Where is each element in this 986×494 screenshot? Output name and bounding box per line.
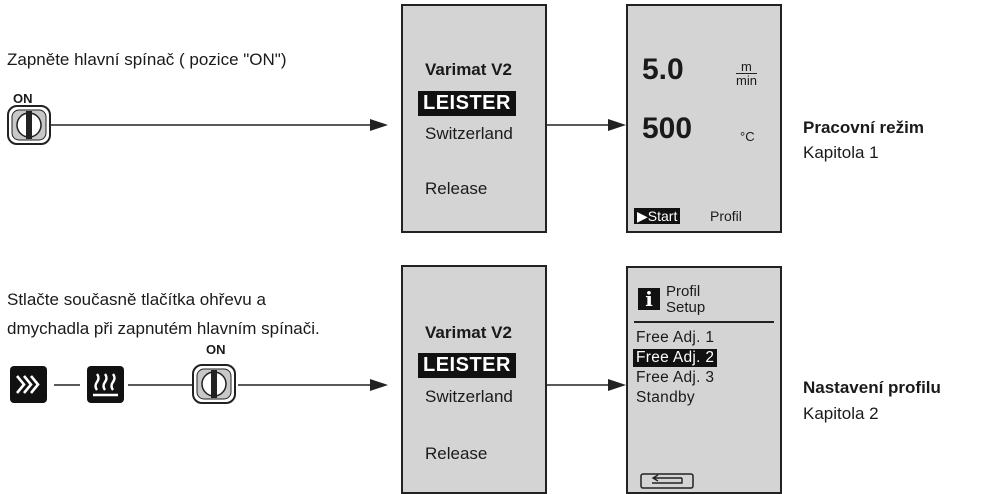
mode-title-row2: Nastavení profilu: [803, 378, 941, 397]
speed-value: 5.0: [642, 53, 684, 86]
switch-on-label: ON: [13, 91, 33, 106]
display-working-mode: 5.0 m min 500 °C ▶Start Profil: [626, 4, 782, 233]
heat-waves-icon: [93, 373, 118, 397]
instruction-row2-line2: dmychadla při zapnutém hlavním spínači.: [7, 319, 320, 338]
chevrons-icon: [15, 375, 40, 394]
info-icon: i: [638, 288, 660, 310]
softkey-start[interactable]: ▶Start: [634, 208, 681, 225]
country-label: Switzerland: [425, 124, 513, 143]
menu-item-free-adj-3[interactable]: Free Adj. 3: [636, 369, 715, 386]
main-switch-row1[interactable]: ON: [7, 91, 53, 145]
speed-unit-den: min: [736, 73, 757, 88]
menu-item-free-adj-1[interactable]: Free Adj. 1: [636, 329, 715, 346]
temperature-unit: °C: [740, 129, 755, 144]
menu-item-free-adj-2[interactable]: Free Adj. 2: [633, 349, 718, 367]
release-label: Release: [425, 444, 488, 463]
model-label: Varimat V2: [425, 60, 512, 79]
profile-header-line2: Setup: [666, 299, 706, 316]
main-switch-row2[interactable]: ON: [192, 342, 238, 406]
menu-item-standby[interactable]: Standby: [636, 389, 695, 406]
display-profile-setup: i Profil Setup Free Adj. 1 Free Adj. 2 F…: [626, 266, 782, 494]
release-label: Release: [425, 179, 488, 198]
mode-subtitle-row1: Kapitola 1: [803, 143, 879, 162]
switch-on-label: ON: [206, 342, 226, 357]
display-startup-row1: Varimat V2 LEISTER Switzerland Release: [401, 4, 547, 233]
back-icon[interactable]: [640, 473, 694, 489]
country-label: Switzerland: [425, 387, 513, 406]
instruction-row1: Zapněte hlavní spínač ( pozice "ON"): [7, 50, 287, 69]
header-divider: [634, 321, 774, 323]
heating-button-icon[interactable]: [87, 366, 124, 403]
rotary-switch-icon: [7, 105, 51, 145]
display-startup-row2: Varimat V2 LEISTER Switzerland Release: [401, 265, 547, 494]
model-label: Varimat V2: [425, 323, 512, 342]
speed-unit-num: m: [736, 60, 757, 74]
instruction-row2-line1: Stlačte současně tlačítka ohřevu a: [7, 290, 266, 309]
rotary-switch-icon: [192, 364, 236, 404]
leister-logo: LEISTER: [418, 91, 516, 116]
mode-subtitle-row2: Kapitola 2: [803, 404, 879, 423]
blower-button-icon[interactable]: [10, 366, 47, 403]
profile-header-line1: Profil: [666, 283, 701, 300]
mode-title-row1: Pracovní režim: [803, 118, 924, 137]
temperature-value: 500: [642, 112, 693, 145]
softkey-profil[interactable]: Profil: [710, 208, 742, 224]
leister-logo: LEISTER: [418, 353, 516, 378]
softkey-start-label: Start: [647, 208, 678, 224]
speed-unit: m min: [736, 60, 757, 87]
play-icon: ▶: [637, 208, 648, 224]
